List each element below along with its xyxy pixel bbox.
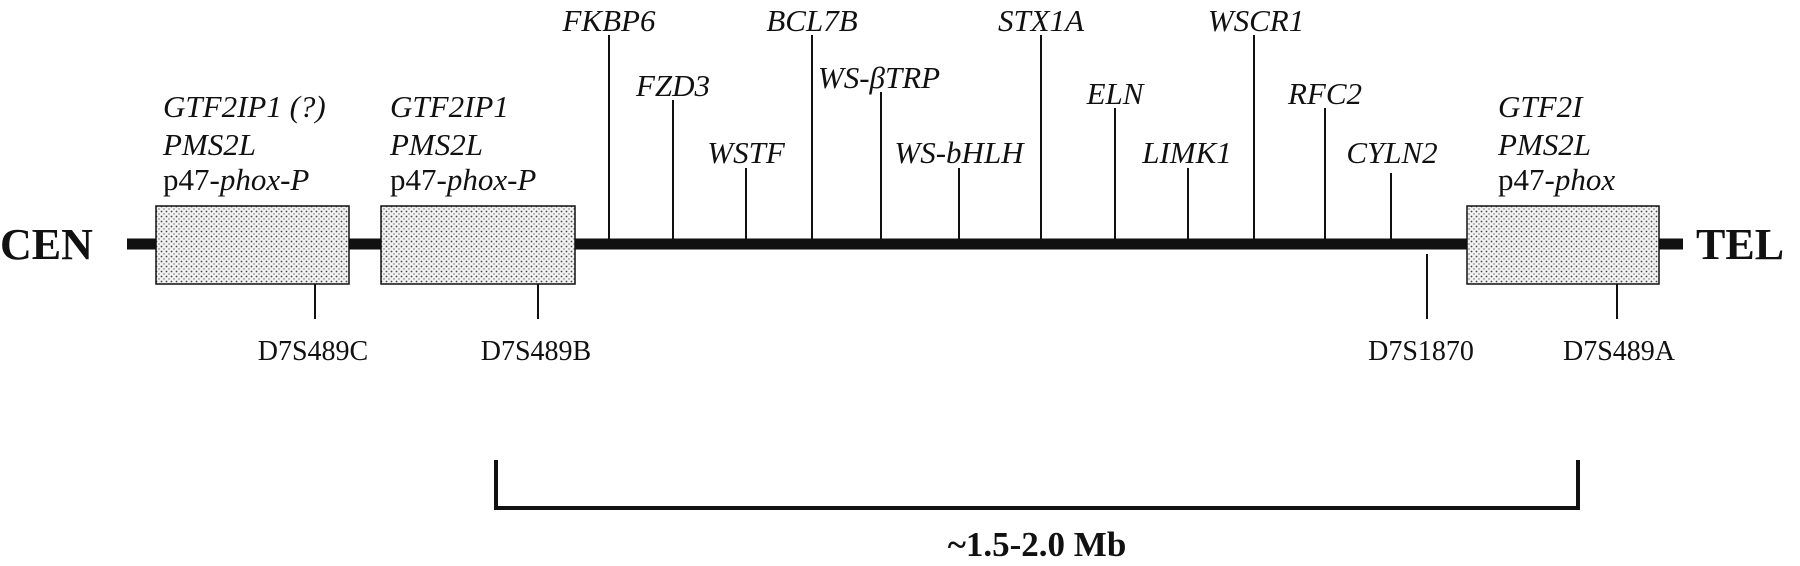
marker-ticks: D7S489C D7S489B D7S1870 D7S489A <box>258 254 1676 367</box>
duplicon-box <box>1466 205 1660 285</box>
duplicon-gene-text: PMS2L <box>1497 127 1591 162</box>
duplicon-gene-label: PMS2L <box>162 127 256 162</box>
duplicon-gene-text: GTF2I <box>1498 89 1584 124</box>
duplicon-gene-label: p47-phox-P <box>163 162 309 197</box>
duplicon-gene-suffix: phox <box>1553 162 1616 197</box>
duplicon-gene-label: GTF2I <box>1498 89 1584 124</box>
telomere-label: TEL <box>1696 220 1784 269</box>
gene-label: WSCR1 <box>1208 3 1304 38</box>
duplicon-gene-label: GTF2IP1 <box>390 89 509 124</box>
duplicon-gene-label: PMS2L <box>389 127 483 162</box>
gene-label: RFC2 <box>1287 76 1362 111</box>
duplicon-gene-text: p47- <box>163 162 220 197</box>
duplicon-gene-label: PMS2L <box>1497 127 1591 162</box>
gene-label: FZD3 <box>635 68 710 103</box>
duplicon-box <box>155 205 350 285</box>
duplicon-gene-text: p47- <box>1498 162 1555 197</box>
size-bracket-line <box>494 460 1580 510</box>
duplicon-gene-label: GTF2IP1 (?) <box>163 89 326 124</box>
duplicon-box <box>380 205 576 285</box>
size-bracket <box>494 460 1580 510</box>
centromere-label: CEN <box>0 220 93 269</box>
gene-label: CYLN2 <box>1346 135 1437 170</box>
gene-label: FKBP6 <box>562 3 656 38</box>
duplicon-gene-text: PMS2L <box>389 127 483 162</box>
duplicon-gene-label: p47-phox-P <box>390 162 536 197</box>
marker-label: D7S1870 <box>1368 336 1474 367</box>
duplicon-gene-text: PMS2L <box>162 127 256 162</box>
duplicon-gene-suffix: phox-P <box>445 162 537 197</box>
marker-label: D7S489B <box>481 336 591 367</box>
gene-label: WSTF <box>707 135 786 170</box>
gene-label: BCL7B <box>766 3 857 38</box>
duplicon-gene-text: p47- <box>390 162 447 197</box>
duplicon-blocks: GTF2IP1 (?)PMS2Lp47-phox-PGTF2IP1PMS2Lp4… <box>155 89 1660 285</box>
duplicon-gene-suffix: phox-P <box>218 162 310 197</box>
gene-label: WS-βTRP <box>818 60 940 95</box>
gene-label: LIMK1 <box>1141 135 1232 170</box>
marker-label: D7S489A <box>1563 336 1676 367</box>
duplicon-gene-text: GTF2IP1 <box>390 89 509 124</box>
duplicon-gene-text: GTF2IP1 (?) <box>163 89 326 124</box>
duplicon-gene-label: p47-phox <box>1498 162 1615 197</box>
size-label: ~1.5-2.0 Mb <box>948 525 1127 564</box>
gene-label: WS-bHLH <box>894 135 1025 170</box>
marker-label: D7S489C <box>258 336 368 367</box>
gene-label: ELN <box>1086 76 1146 111</box>
gene-label: STX1A <box>998 3 1085 38</box>
